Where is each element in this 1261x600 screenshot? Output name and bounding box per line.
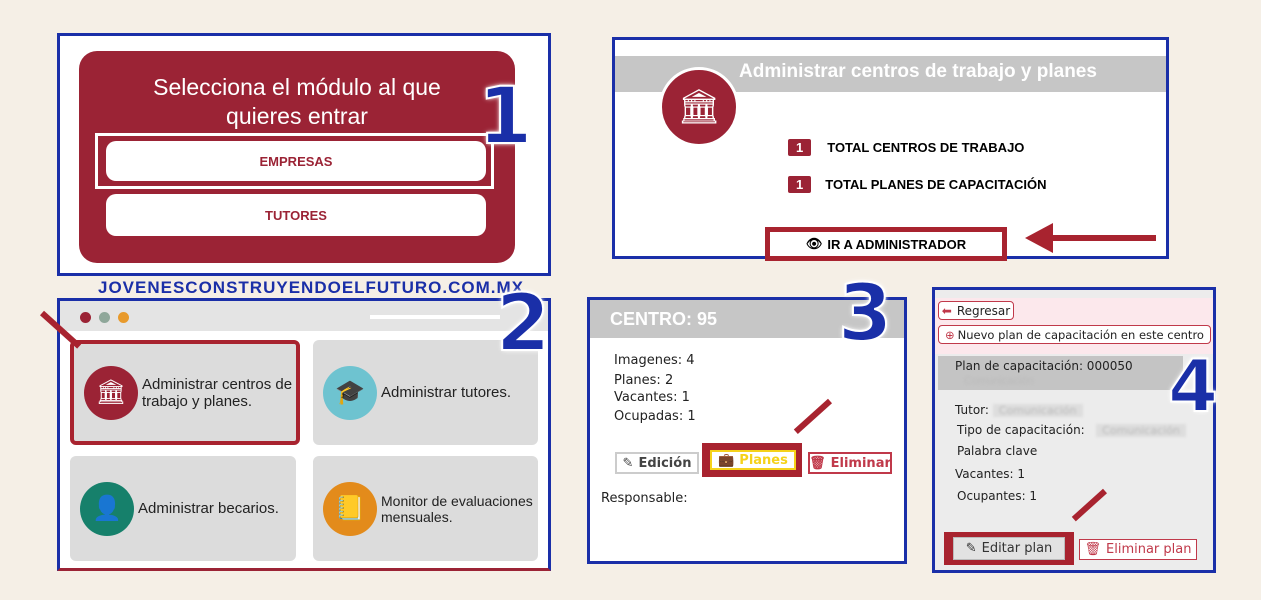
eliminar-plan-button[interactable]: 🗑 Eliminar plan (1079, 539, 1197, 560)
presentation-icon: 👤 (80, 481, 134, 536)
centro-panel: CENTRO: 95 Imagenes: 4 Planes: 2 Vacante… (587, 297, 907, 564)
responsable-label: Responsable: (601, 491, 688, 506)
plan-title: Plan de capacitación: 000050 (955, 359, 1133, 373)
pencil-icon: ✎ (965, 541, 977, 556)
address-bar (370, 315, 500, 319)
step-number-4: 4 (1167, 344, 1219, 428)
count-badge: 1 (788, 139, 812, 156)
centro-header: CENTRO: 95 (590, 300, 904, 338)
stat-imagenes: Imagenes: 4 (614, 353, 695, 368)
tipo-value-blurred: Comunicación (1096, 424, 1186, 437)
arrow-pointer (1040, 235, 1156, 241)
stat-planes: Planes: 2 (614, 373, 674, 388)
window-dot-red (80, 312, 91, 323)
eliminar-button[interactable]: 🗑Eliminar (808, 452, 892, 474)
module-select-title: Selecciona el módulo al que quieres entr… (153, 74, 441, 129)
ir-administrador-button[interactable]: 👁 IR A ADMINISTRADOR (765, 227, 1007, 261)
tipo-field: Tipo de capacitación: Comunicación (957, 423, 1186, 437)
tutor-value-blurred: Comunicación (992, 404, 1083, 417)
plan-name-blurred: Comunicación (964, 375, 1034, 387)
card-admin-becarios[interactable]: 👤 Administrar becarios. (70, 456, 296, 561)
tutores-button[interactable]: TUTORES (106, 194, 486, 236)
arrow-head (1025, 223, 1053, 253)
count-badge: 1 (788, 176, 812, 193)
button-label: IR A ADMINISTRADOR (827, 236, 967, 252)
step-number-3: 3 (837, 269, 893, 359)
centro-title: CENTRO: 95 (610, 309, 718, 329)
module-select-panel: Selecciona el módulo al que quieres entr… (57, 33, 551, 276)
row-label: TOTAL CENTROS DE TRABAJO (827, 140, 1025, 155)
stat-vacantes: Vacantes: 1 (614, 390, 690, 405)
notebook-icon: 📒 (323, 481, 377, 536)
total-centros-row: 1 TOTAL CENTROS DE TRABAJO (788, 139, 1024, 156)
module-select-card: Selecciona el módulo al que quieres entr… (79, 51, 515, 263)
card-monitor[interactable]: 📒 Monitor de evaluaciones mensuales. (313, 456, 538, 561)
empresas-button[interactable]: EMPRESAS (106, 141, 486, 181)
card-admin-tutores[interactable]: 🎓 Administrar tutores. (313, 340, 538, 445)
website-link[interactable]: JOVENESCONSTRUYENDOELFUTURO.COM.MX (98, 278, 524, 297)
window-dot-orange (118, 312, 129, 323)
card-label: Administrar centros de trabajo y planes. (142, 375, 293, 410)
highlight-box (95, 133, 494, 189)
bank-icon: 🏛 (84, 365, 138, 420)
trash-icon: 🗑 (809, 455, 826, 471)
plus-circle-icon: ⊕ (945, 327, 955, 342)
button-label: Planes (739, 452, 788, 468)
card-label: Administrar becarios. (138, 500, 279, 517)
dashboard-panel: 🏛 Administrar centros de trabajo y plane… (57, 298, 551, 571)
admin-title: Administrar centros de trabajo y planes (739, 61, 1097, 82)
button-label: Editar plan (981, 541, 1053, 556)
eye-icon: 👁 (805, 236, 823, 251)
plan-header: Plan de capacitación: 000050 Comunicació… (938, 356, 1183, 390)
stat-ocupadas: Ocupadas: 1 (614, 409, 696, 424)
admin-panel: Administrar centros de trabajo y planes … (612, 37, 1169, 261)
bank-icon: 🏛 (659, 67, 739, 147)
button-label: Nuevo plan de capacitación en este centr… (957, 327, 1204, 342)
button-label: Eliminar (830, 455, 891, 471)
button-label: Regresar (956, 303, 1011, 318)
briefcase-icon: 💼 (718, 452, 735, 468)
window-titlebar (60, 301, 548, 331)
graduate-icon: 🎓 (323, 365, 377, 420)
trash-icon: 🗑 (1084, 542, 1102, 557)
tutor-field: Tutor: Comunicación (955, 403, 1083, 417)
card-admin-centros[interactable]: 🏛 Administrar centros de trabajo y plane… (70, 340, 300, 445)
window-dot-gray (99, 312, 110, 323)
vacantes-label: Vacantes: 1 (955, 467, 1026, 481)
edicion-button[interactable]: ✎Edición (615, 452, 699, 474)
total-planes-row: 1 TOTAL PLANES DE CAPACITACIÓN (788, 176, 1046, 193)
palabra-clave-label: Palabra clave (957, 444, 1038, 458)
card-label: Monitor de evaluaciones mensuales. (381, 492, 533, 525)
card-label: Administrar tutores. (381, 384, 512, 401)
pencil-icon: ✎ (622, 455, 634, 471)
tipo-label: Tipo de capacitación: (957, 423, 1085, 437)
tutor-label: Tutor: (955, 403, 989, 417)
plan-panel: ⬅ Regresar ⊕Nuevo plan de capacitación en… (932, 287, 1216, 573)
button-label: Edición (638, 455, 692, 471)
planes-button[interactable]: 💼Planes (710, 450, 796, 470)
step-number-1: 1 (477, 72, 533, 162)
editar-plan-button[interactable]: ✎ Editar plan (953, 537, 1065, 560)
button-label: Eliminar plan (1106, 542, 1192, 557)
ocupantes-label: Ocupantes: 1 (957, 489, 1038, 503)
regresar-button[interactable]: ⬅ Regresar (938, 301, 1014, 320)
step-number-2: 2 (495, 279, 551, 369)
arrow-left-icon: ⬅ (941, 303, 952, 318)
row-label: TOTAL PLANES DE CAPACITACIÓN (825, 177, 1047, 192)
nuevo-plan-button[interactable]: ⊕Nuevo plan de capacitación en este cent… (938, 325, 1211, 344)
